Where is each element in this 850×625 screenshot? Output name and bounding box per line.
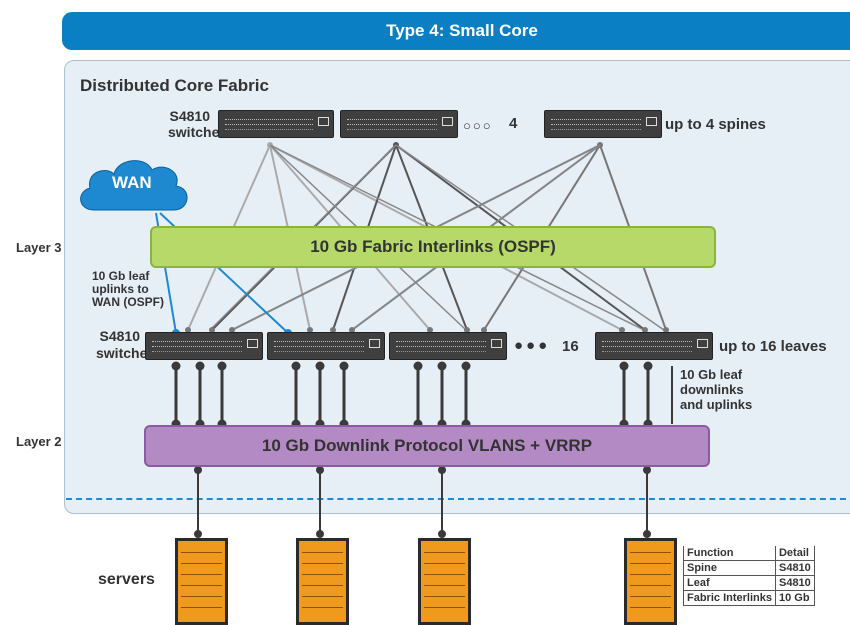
spine-ellipsis: ○○○	[463, 118, 493, 133]
spine-switch	[340, 110, 458, 138]
layer3-label: Layer 3	[16, 240, 62, 255]
legend-cell: Leaf	[683, 575, 776, 591]
leaf-max-label: up to 16 leaves	[719, 338, 827, 355]
downlink-port	[291, 361, 301, 371]
leaf-port	[209, 327, 215, 333]
spine-switch	[218, 110, 334, 138]
server-port	[643, 466, 651, 474]
leaf-port	[481, 327, 487, 333]
title-banner: Type 4: Small Core	[62, 12, 850, 50]
downlink-port	[171, 361, 181, 371]
wan-cloud-icon	[80, 160, 188, 211]
layer2-label: Layer 2	[16, 434, 62, 449]
downlinks	[171, 361, 673, 429]
legend-header-function: Function	[683, 546, 776, 561]
leaf-switch	[389, 332, 507, 360]
server-port	[438, 466, 446, 474]
downlinks-line1: 10 Gb leaf	[680, 367, 743, 382]
leaf-switch	[145, 332, 263, 360]
downlink-port	[315, 361, 325, 371]
wan-uplinks-line3: WAN (OSPF)	[92, 295, 164, 309]
servers-label: servers	[98, 571, 155, 588]
downlinks-line3: and uplinks	[680, 397, 753, 412]
downlink-port	[643, 361, 653, 371]
server-port	[316, 530, 324, 538]
leaf-port	[642, 327, 648, 333]
wan-uplinks-line1: 10 Gb leaf	[92, 269, 150, 283]
leaf-label-model: S4810	[99, 328, 140, 344]
spine-switches-label: S4810 switches	[168, 108, 228, 140]
legend-header-detail: Detail	[774, 546, 815, 561]
downlink-port	[619, 361, 629, 371]
server-port	[438, 530, 446, 538]
fabric-boundary-dashed-line	[66, 498, 850, 500]
fabric-title: Distributed Core Fabric	[80, 76, 269, 95]
legend-table: Function Detail Spine S4810 Leaf S4810 F…	[683, 546, 815, 606]
downlinks-line2: downlinks	[680, 382, 744, 397]
legend-cell: S4810	[774, 560, 815, 576]
leaf-port	[307, 327, 313, 333]
spine-switch	[544, 110, 662, 138]
fabric-interlinks-band: 10 Gb Fabric Interlinks (OSPF)	[150, 226, 716, 268]
leaf-count: 16	[562, 338, 579, 355]
downlinks-label: 10 Gb leaf downlinks and uplinks	[680, 367, 752, 412]
leaf-port	[185, 327, 191, 333]
downlink-port	[461, 361, 471, 371]
server-port	[316, 466, 324, 474]
leaf-switch	[267, 332, 385, 360]
server-rack	[175, 538, 228, 625]
leaf-port	[229, 327, 235, 333]
spine-max-label: up to 4 spines	[665, 116, 766, 133]
leaf-port	[427, 327, 433, 333]
server-port	[643, 530, 651, 538]
spine-label-type: switches	[168, 124, 228, 140]
leaf-switches-label: S4810 switches	[96, 328, 156, 362]
server-port	[194, 530, 202, 538]
legend-cell: Spine	[683, 560, 776, 576]
legend-cell: S4810	[774, 575, 815, 591]
wan-label: WAN	[112, 173, 152, 192]
wan-uplinks-label: 10 Gb leaf uplinks to WAN (OSPF)	[92, 270, 164, 309]
server-rack	[624, 538, 677, 625]
server-links	[194, 466, 651, 538]
leaf-port	[663, 327, 669, 333]
leaf-ellipsis: ●●●	[514, 337, 551, 354]
leaf-port	[330, 327, 336, 333]
downlink-port	[339, 361, 349, 371]
leaf-port	[349, 327, 355, 333]
leaf-label-type: switches	[96, 345, 156, 361]
leaf-switch	[595, 332, 713, 360]
leaf-port	[619, 327, 625, 333]
downlink-port	[217, 361, 227, 371]
downlink-port	[195, 361, 205, 371]
server-rack	[296, 538, 349, 625]
wan-uplinks-line2: uplinks to	[92, 282, 149, 296]
downlink-port	[413, 361, 423, 371]
downlink-port	[437, 361, 447, 371]
leaf-port	[464, 327, 470, 333]
spine-label-model: S4810	[169, 108, 210, 124]
legend-cell: Fabric Interlinks	[683, 590, 776, 606]
server-rack	[418, 538, 471, 625]
spine-count: 4	[509, 115, 518, 132]
vlan-vrrp-band: 10 Gb Downlink Protocol VLANS + VRRP	[144, 425, 710, 467]
server-port	[194, 466, 202, 474]
legend-cell: 10 Gb	[774, 590, 815, 606]
